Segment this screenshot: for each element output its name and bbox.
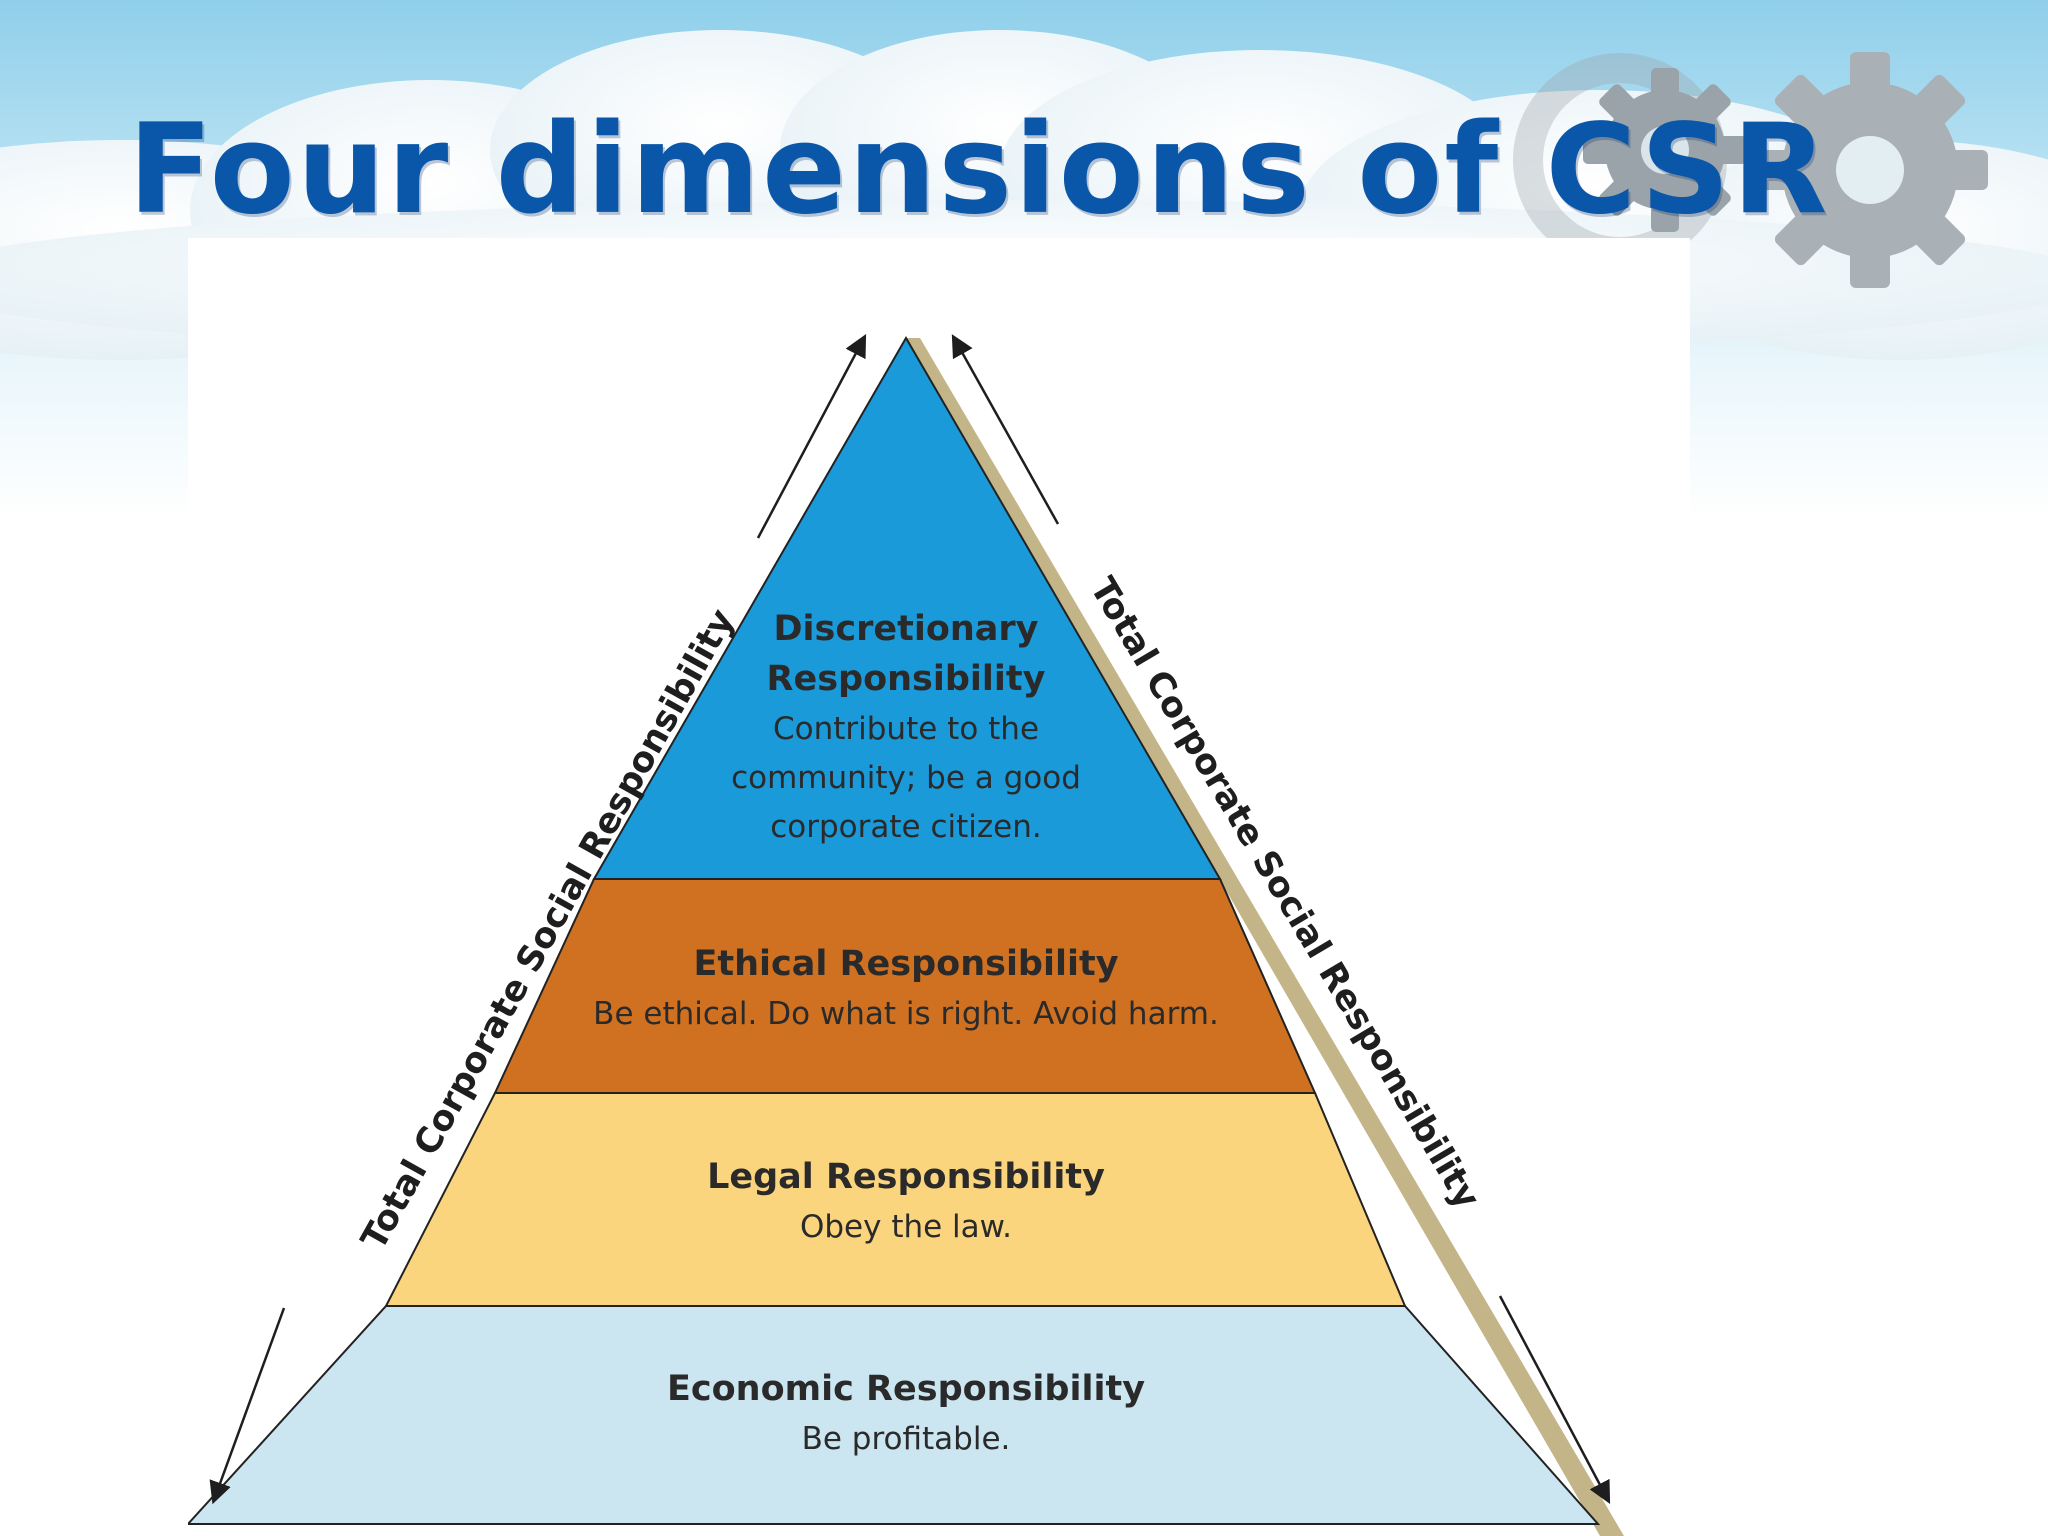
tier-legal-band: [384, 1092, 1407, 1307]
tier-ethical: Ethical Responsibility Be ethical. Do wh…: [593, 944, 1219, 1032]
left-arrow-lower: [209, 1307, 286, 1505]
left-arrow-upper: [756, 334, 867, 539]
csr-pyramid: Total Corporate Social Responsibility To…: [188, 334, 1624, 1536]
tier-description-line: Contribute to the: [773, 711, 1039, 747]
tier-economic-band: [188, 1305, 1601, 1525]
tier-description-line: community; be a good: [731, 760, 1081, 796]
tier-title-line: Economic Responsibility: [667, 1369, 1145, 1409]
tier-legal: Legal Responsibility Obey the law.: [707, 1157, 1105, 1245]
tier-title-line: Legal Responsibility: [707, 1157, 1105, 1197]
tier-economic: Economic Responsibility Be profitable.: [667, 1369, 1145, 1457]
right-arrow-lower: [1498, 1295, 1611, 1504]
gear-icon-large: [1752, 52, 1988, 288]
tier-ethical-band: [493, 878, 1317, 1094]
tier-description-line: Be profitable.: [802, 1421, 1011, 1457]
tier-description-line: corporate citizen.: [770, 809, 1042, 845]
tier-description-line: Be ethical. Do what is right. Avoid harm…: [593, 996, 1219, 1032]
tier-title-line: Responsibility: [767, 659, 1046, 699]
tier-title-line: Discretionary: [773, 609, 1038, 649]
tier-description-line: Obey the law.: [800, 1209, 1012, 1245]
right-arrow-upper: [951, 334, 1060, 525]
pyramid-edge-shadow: [906, 338, 1624, 1536]
tier-title-line: Ethical Responsibility: [693, 944, 1118, 984]
tier-discretionary: Discretionary Responsibility Contribute …: [731, 609, 1081, 845]
slide-title: Four dimensions of CSR: [128, 98, 1830, 242]
pyramid-figure: Total Corporate Social Responsibility To…: [188, 238, 1690, 1536]
gear-icon-small: [1583, 68, 1747, 232]
